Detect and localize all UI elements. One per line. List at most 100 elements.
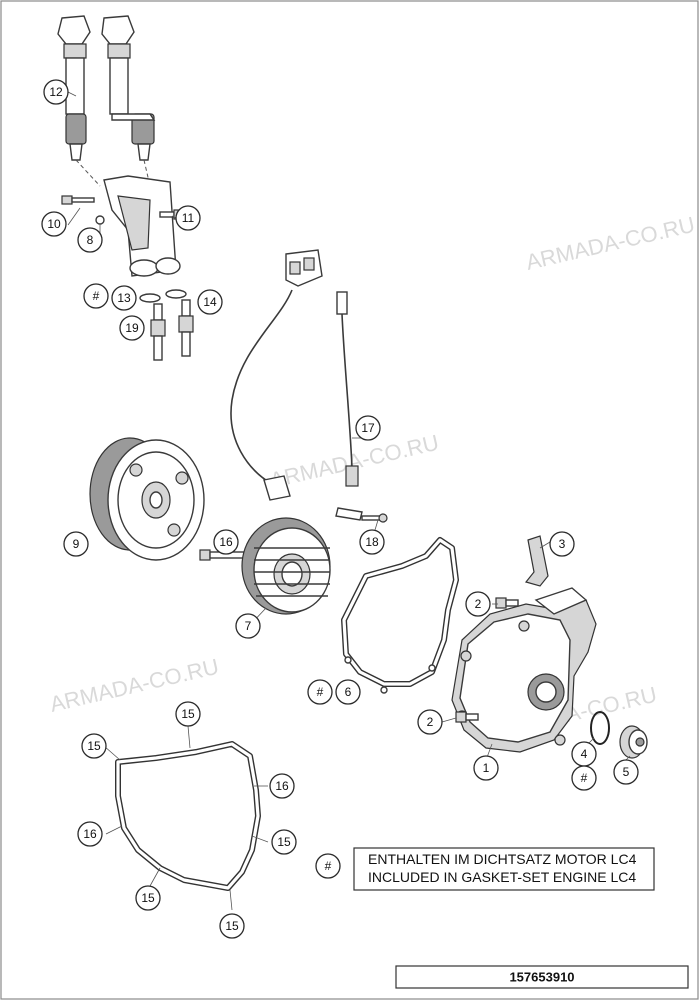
callout-circle [175, 701, 201, 727]
callout-circle [315, 853, 341, 879]
o-ring-13 [139, 293, 161, 303]
callout-circle [175, 205, 201, 231]
callout-circle [111, 285, 137, 311]
callout-label: 7 [245, 619, 252, 633]
stator-wiring-harness [230, 249, 323, 501]
callout-label: 13 [117, 291, 131, 305]
callout-circle [81, 733, 107, 759]
callout-circle [359, 529, 385, 555]
callout-circle [613, 759, 639, 785]
callout-15: # [307, 679, 333, 705]
callout-label: 15 [225, 919, 239, 933]
callout-label: 15 [141, 891, 155, 905]
callout-label: 8 [87, 233, 94, 247]
callout-circle [417, 709, 443, 735]
lower-gasket [115, 741, 261, 891]
callout-13: 3 [549, 531, 575, 557]
callout-10: 16 [213, 529, 239, 555]
callout-26: 15 [271, 829, 297, 855]
callout-circle [219, 913, 245, 939]
callout-14: 2 [465, 591, 491, 617]
callout-label: 2 [427, 715, 434, 729]
spark-plug-left [150, 303, 166, 361]
callout-circle [83, 283, 109, 309]
callout-circle [41, 211, 67, 237]
callout-circle [135, 885, 161, 911]
ignition-coil-right [101, 15, 156, 161]
ignition-coil-left [57, 15, 91, 161]
callout-label: 10 [47, 217, 61, 231]
stator-7 [241, 517, 331, 615]
callout-23: 15 [81, 733, 107, 759]
screw-2-top [495, 597, 519, 609]
callout-circle [43, 79, 69, 105]
note-line-2: INCLUDED IN GASKET-SET ENGINE LC4 [368, 869, 636, 885]
callout-17: 2 [417, 709, 443, 735]
callout-circle [465, 591, 491, 617]
callout-21: 5 [613, 759, 639, 785]
cover-gasket-6 [341, 537, 459, 694]
callout-circle [77, 821, 103, 847]
callout-circle [307, 679, 333, 705]
callout-24: 16 [269, 773, 295, 799]
callout-circle [235, 613, 261, 639]
callout-circle [269, 773, 295, 799]
callout-label: 15 [277, 835, 291, 849]
callout-label: 3 [559, 537, 566, 551]
callout-22: 15 [175, 701, 201, 727]
callout-label: 15 [87, 739, 101, 753]
callout-label: 15 [181, 707, 195, 721]
callout-circle [355, 415, 381, 441]
callout-circle [335, 679, 361, 705]
callout-label: 14 [203, 295, 217, 309]
callout-label: # [325, 859, 332, 873]
callout-circle [271, 829, 297, 855]
callout-circle [549, 531, 575, 557]
callout-1: 10 [41, 211, 67, 237]
callout-circle [213, 529, 239, 555]
callout-label: # [93, 289, 100, 303]
callout-5: 13 [111, 285, 137, 311]
callout-0: 12 [43, 79, 69, 105]
callout-3: 11 [175, 205, 201, 231]
callout-label: 2 [475, 597, 482, 611]
callout-8: 17 [355, 415, 381, 441]
part-number-box: 157653910 [395, 965, 689, 989]
callout-25: 16 [77, 821, 103, 847]
callout-27: 15 [135, 885, 161, 911]
callout-label: 9 [73, 537, 80, 551]
assembly-line [75, 159, 101, 187]
callout-label: 5 [623, 765, 630, 779]
screw-plug-5 [619, 725, 648, 759]
callout-6: 14 [197, 289, 223, 315]
callout-circle [197, 289, 223, 315]
callout-28: 15 [219, 913, 245, 939]
callout-9: 9 [63, 531, 89, 557]
callout-circle [473, 755, 499, 781]
gasket-set-note: ENTHALTEN IM DICHTSATZ MOTOR LC4 INCLUDE… [353, 847, 655, 891]
coil-bracket [103, 175, 181, 277]
part-number: 157653910 [509, 970, 574, 985]
callout-16: 6 [335, 679, 361, 705]
callout-label: 4 [581, 747, 588, 761]
callout-label: 16 [219, 535, 233, 549]
callout-label: 6 [345, 685, 352, 699]
rotor-flywheel-9 [89, 437, 205, 561]
callout-circle [63, 531, 89, 557]
callout-label: 17 [361, 421, 375, 435]
washer-8 [95, 215, 105, 225]
callout-7: 19 [119, 315, 145, 341]
note-line-1: ENTHALTEN IM DICHTSATZ MOTOR LC4 [368, 851, 637, 867]
callout-29: # [315, 853, 341, 879]
callout-label: # [581, 771, 588, 785]
callout-circle [77, 227, 103, 253]
callout-label: # [317, 685, 324, 699]
callout-2: 8 [77, 227, 103, 253]
screw-2-bottom [455, 711, 479, 723]
callout-12: 7 [235, 613, 261, 639]
callout-label: 18 [365, 535, 379, 549]
callout-circle [119, 315, 145, 341]
callout-label: 16 [275, 779, 289, 793]
